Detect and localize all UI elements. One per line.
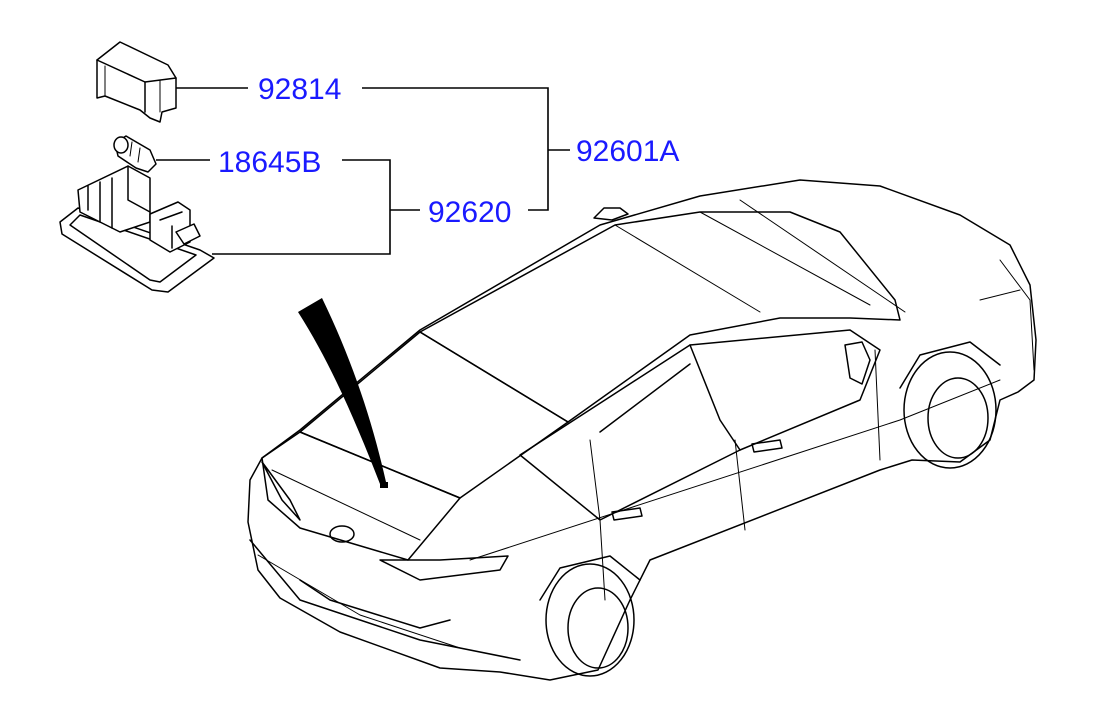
location-pointer-icon (298, 298, 386, 484)
part-number-92620[interactable]: 92620 (428, 196, 511, 229)
license-lamp-spot (380, 482, 388, 488)
sedan-car-illustration (247, 179, 1037, 681)
lamp-cover-part (96, 41, 177, 123)
leader-lines (156, 87, 570, 255)
bulb-part (113, 135, 157, 173)
part-number-92601A[interactable]: 92601A (576, 135, 679, 168)
lamp-housing-part (59, 165, 215, 293)
part-labels: 92814 18645B 92620 92601A (218, 73, 679, 229)
part-number-92814[interactable]: 92814 (258, 73, 341, 106)
part-number-18645B[interactable]: 18645B (218, 146, 321, 179)
